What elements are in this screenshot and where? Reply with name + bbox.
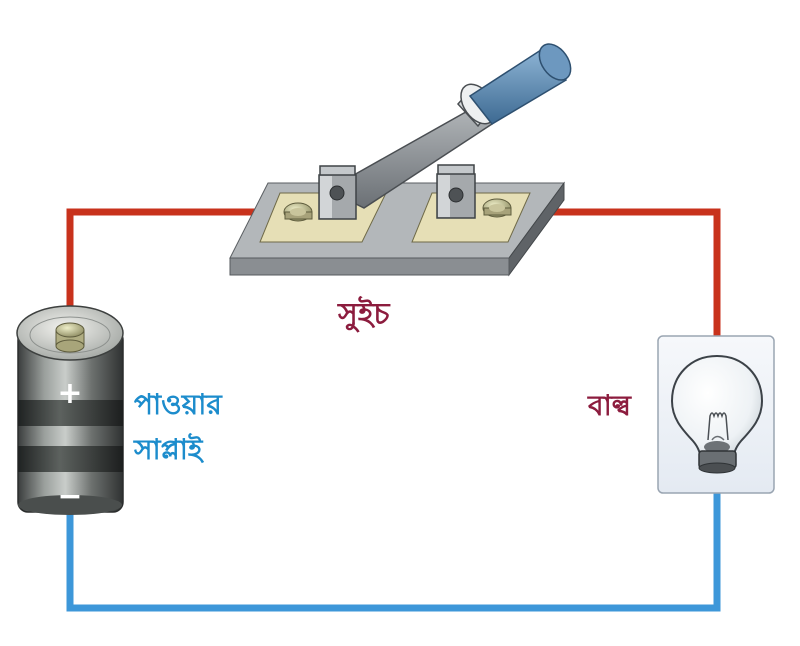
light-bulb: [657, 335, 775, 494]
battery-positive-sign: +: [57, 376, 82, 411]
switch-base-front: [229, 257, 510, 276]
switch-handle: [456, 43, 572, 128]
knife-switch: [229, 43, 572, 277]
switch-label: সুইচ: [338, 297, 390, 332]
power-supply-label-line1: পাওয়ার: [134, 388, 222, 421]
negative-wire: [66, 492, 721, 612]
power-supply-label-line2: সাপ্লাই: [134, 433, 203, 466]
battery-positive-terminal: [55, 322, 85, 353]
battery-band-lower: [18, 446, 123, 472]
positive-wire-right: [497, 208, 721, 336]
positive-wire-left: [66, 208, 297, 330]
battery-bottom: [18, 495, 122, 515]
bulb-filament: [707, 412, 729, 441]
switch-contact-clip: [436, 164, 476, 219]
battery: + −: [16, 305, 124, 515]
wires: [66, 208, 721, 612]
battery-negative-sign: −: [57, 479, 82, 514]
switch-hinge-clip: [318, 165, 357, 220]
battery-band-upper: [18, 400, 123, 426]
bulb-label: বাল্ব: [588, 389, 631, 422]
bulb-base: [698, 450, 737, 474]
